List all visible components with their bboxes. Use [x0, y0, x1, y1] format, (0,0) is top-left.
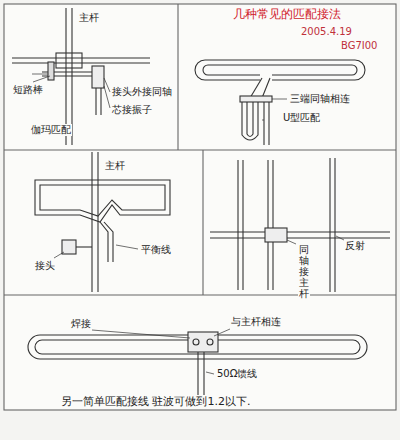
part-label: 主杆 [78, 12, 100, 24]
note: 接头外接同轴 [111, 86, 173, 98]
method-name: 伽玛匹配 [30, 124, 72, 136]
method-name: U型匹配 [282, 112, 321, 124]
part-label: 50Ω馈线 [216, 368, 258, 380]
date: 2005.4.19 [300, 26, 353, 38]
part-label: 反射 [344, 240, 366, 252]
part-label: 主杆 [104, 160, 126, 172]
part-label: 接头 [34, 260, 56, 272]
part-label: 短路棒 [12, 84, 44, 96]
note: 与主杆相连 [230, 316, 282, 328]
note: 三端同轴相连 [289, 93, 351, 105]
caption: 另一简单匹配接线 驻波可做到1.2以下. [60, 396, 252, 409]
title: 几种常见的匹配接法 [232, 8, 342, 22]
part-label: 平衡线 [140, 244, 172, 256]
note: 同轴接主杆 [298, 244, 310, 299]
note: 芯接振子 [111, 104, 153, 116]
note: 焊接 [70, 318, 92, 330]
callsign: BG7I00 [340, 40, 378, 52]
